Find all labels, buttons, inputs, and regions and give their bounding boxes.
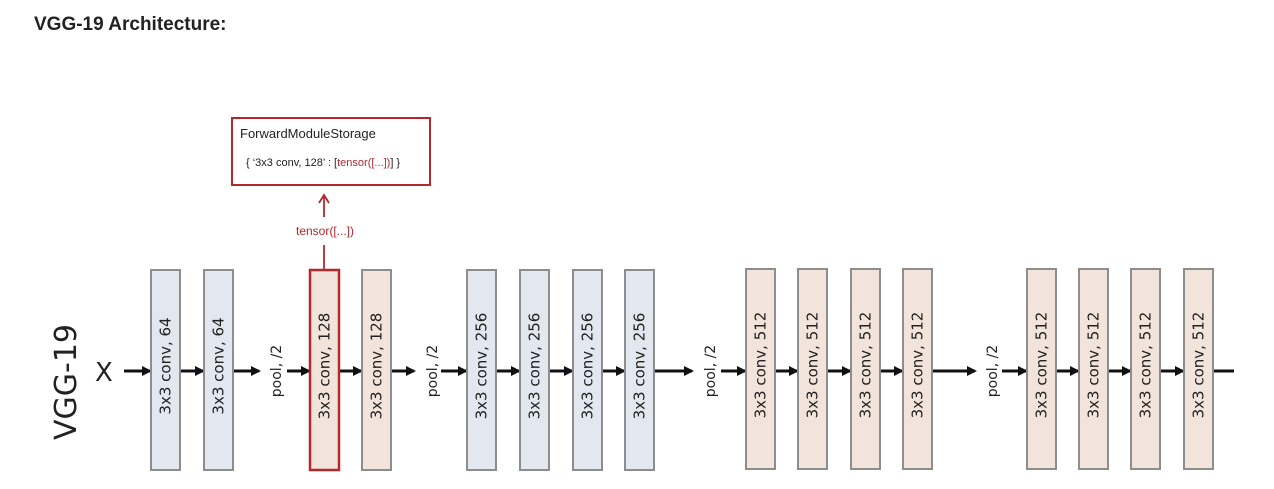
pool-label-1: pool, /2 bbox=[269, 345, 285, 397]
layer-label: 3x3 conv, 512 bbox=[1033, 312, 1051, 419]
layer-box bbox=[572, 269, 603, 471]
layer-box bbox=[624, 269, 655, 471]
storage-title: ForwardModuleStorage bbox=[240, 126, 376, 141]
layer-box bbox=[1130, 268, 1161, 470]
layer-box bbox=[1078, 268, 1109, 470]
storage-entry: { ‘3x3 conv, 128’ : [tensor([...])] } bbox=[246, 157, 400, 169]
layer-box bbox=[1026, 268, 1057, 470]
storage-entry-suffix: ] } bbox=[390, 157, 400, 169]
layer-box bbox=[361, 269, 392, 471]
layer-box bbox=[519, 269, 550, 471]
storage-entry-prefix: { ‘3x3 conv, 128’ : [ bbox=[246, 157, 337, 169]
page-heading: VGG-19 Architecture: bbox=[34, 14, 227, 35]
layer-label: 3x3 conv, 64 bbox=[210, 317, 228, 414]
pool-label-2: pool, /2 bbox=[425, 345, 441, 397]
layer-label: 3x3 conv, 256 bbox=[526, 313, 544, 420]
layer-label: 3x3 conv, 128 bbox=[368, 313, 386, 420]
layer-label: 3x3 conv, 256 bbox=[579, 313, 597, 420]
layer-label: 3x3 conv, 512 bbox=[804, 312, 822, 419]
layer-box bbox=[203, 269, 234, 471]
layer-label: 3x3 conv, 512 bbox=[1085, 312, 1103, 419]
forward-module-storage-box bbox=[231, 117, 431, 186]
layers-group: pool, /2 pool, /2 pool, /2 pool, /2 3x3 conv… bbox=[124, 268, 1234, 472]
layer-label: 3x3 conv, 128 bbox=[316, 313, 334, 420]
layer-box bbox=[1183, 268, 1214, 470]
layer-label: 3x3 conv, 256 bbox=[631, 313, 649, 420]
layer-box bbox=[797, 268, 828, 470]
layer-label: 3x3 conv, 64 bbox=[157, 317, 175, 414]
storage-entry-tensor: tensor([...]) bbox=[337, 157, 390, 169]
layer-box-highlighted bbox=[308, 268, 341, 472]
layer-label: 3x3 conv, 256 bbox=[473, 313, 491, 420]
network-label: VGG-19 bbox=[49, 324, 84, 440]
layer-box bbox=[466, 269, 497, 471]
input-label: X bbox=[95, 358, 113, 388]
pool-label-4: pool, /2 bbox=[985, 345, 1001, 397]
layer-label: 3x3 conv, 512 bbox=[909, 312, 927, 419]
layer-box bbox=[150, 269, 181, 471]
storage-flow-label: tensor([...]) bbox=[296, 224, 354, 238]
layer-box bbox=[850, 268, 881, 470]
layer-box bbox=[745, 268, 776, 470]
layer-label: 3x3 conv, 512 bbox=[857, 312, 875, 419]
layer-label: 3x3 conv, 512 bbox=[1190, 312, 1208, 419]
layer-label: 3x3 conv, 512 bbox=[752, 312, 770, 419]
layer-box bbox=[902, 268, 933, 470]
layer-label: 3x3 conv, 512 bbox=[1137, 312, 1155, 419]
pool-label-3: pool, /2 bbox=[703, 345, 719, 397]
